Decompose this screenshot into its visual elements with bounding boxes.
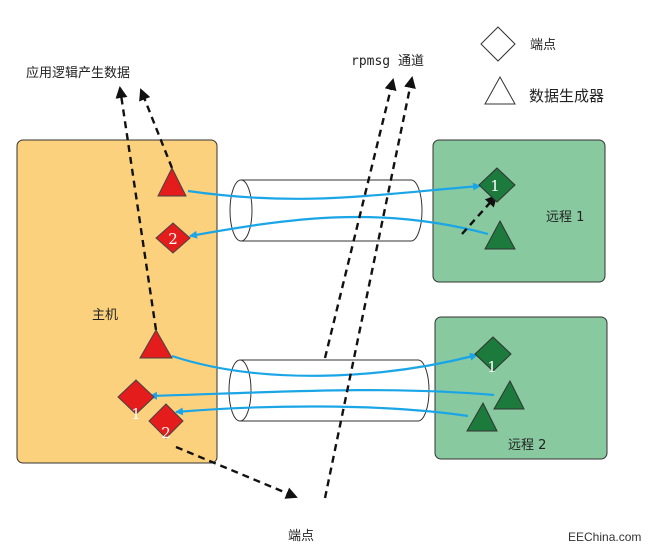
remote2-label: 远程 2 [508, 438, 546, 453]
remote1-endpoint-1-number: 1 [490, 177, 500, 195]
dashed-arrow-rpmsg-right [323, 76, 416, 499]
remote1-generator-triangle [484, 219, 516, 250]
host-endpoint-1b-number: 1 [131, 405, 141, 423]
remote1-label: 远程 1 [546, 210, 584, 225]
remote2-generator-triangle-2 [466, 401, 498, 432]
app-data-label: 应用逻辑产生数据 [26, 65, 130, 81]
legend-endpoint-label: 端点 [530, 38, 556, 53]
link-host-to-remote1 [187, 182, 481, 200]
endpoint-bottom-label: 端点 [288, 529, 314, 544]
link-remote2a-to-host [149, 389, 495, 400]
remote2-generator-triangle-1 [493, 379, 525, 410]
rpmsg-channel-label: rpmsg 通道 [351, 54, 424, 69]
host-generator-triangle-1 [157, 166, 187, 197]
host-generator-triangle-2 [139, 328, 173, 359]
dashed-arrow-endpoint-right [461, 194, 498, 235]
legend-endpoint-diamond-icon [480, 26, 516, 62]
link-remote1-to-host [189, 215, 489, 239]
host-label: 主机 [92, 308, 118, 323]
remote2-endpoint-diamond-1 [474, 336, 512, 372]
host-endpoint-diamond-2 [155, 222, 191, 254]
link-remote2b-to-host [175, 405, 469, 418]
dashed-arrow-app-right [139, 88, 174, 169]
watermark-text: EEChina.com [568, 530, 641, 544]
legend-generator-triangle-icon [484, 75, 516, 105]
dashed-arrow-endpoint-bottom [175, 445, 298, 499]
remote2-endpoint-1-number: 1 [487, 358, 497, 376]
legend-generator-label: 数据生成器 [529, 87, 604, 105]
host-endpoint-2-number: 2 [168, 230, 178, 248]
host-endpoint-diamond-2b [148, 403, 184, 439]
rpmsg-tube-1 [229, 179, 423, 242]
dashed-arrow-app-left [115, 86, 158, 331]
remote1-box [432, 139, 606, 283]
link-host-to-remote2 [171, 352, 478, 377]
host-endpoint-2b-number: 2 [161, 424, 171, 442]
rpmsg-tube-2 [228, 359, 430, 422]
host-endpoint-diamond-1b [117, 379, 155, 415]
remote1-endpoint-diamond-1 [478, 167, 516, 203]
dashed-arrow-rpmsg-left [323, 78, 397, 359]
host-box [16, 139, 218, 464]
